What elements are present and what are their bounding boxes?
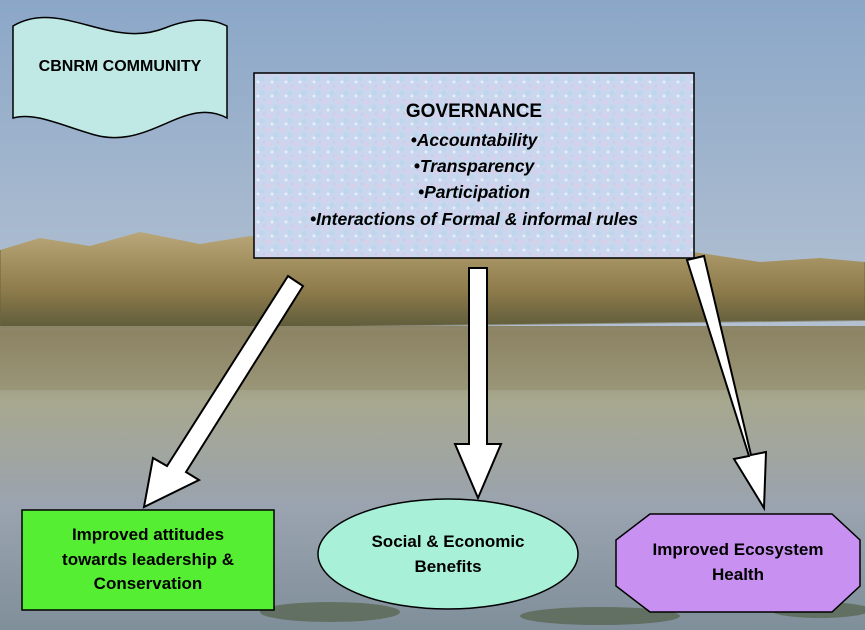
community-banner: CBNRM COMMUNITY <box>13 30 227 104</box>
arrow-to-ecosystem <box>685 254 768 512</box>
governance-title: GOVERNANCE <box>405 101 543 123</box>
governance-box-shape <box>253 72 695 259</box>
community-banner-text: CBNRM COMMUNITY <box>38 58 202 75</box>
outcome-ecosystem: Improved Ecosystem Health <box>616 522 860 602</box>
governance-item-participation: •Participation <box>417 182 531 203</box>
benefits-ellipse-shape <box>317 498 579 610</box>
attitudes-line-2: towards leadership & <box>62 549 234 569</box>
ecosystem-octagon-shape <box>615 513 861 613</box>
attitudes-line-3: Conservation <box>93 574 203 594</box>
arrow-to-benefits <box>453 267 503 501</box>
attitudes-box-shape <box>21 509 275 611</box>
benefits-line-2: Benefits <box>414 557 482 576</box>
arrow-to-attitudes <box>142 274 305 509</box>
benefits-line-1: Social & Economic <box>371 531 525 551</box>
attitudes-line-1: Improved attitudes <box>71 525 225 545</box>
ecosystem-line-1: Improved Ecosystem <box>652 539 824 559</box>
governance-item-accountability: •Accountability <box>410 129 538 150</box>
community-banner-shape <box>12 16 228 139</box>
governance-item-rules: •Interactions of Formal & informal rules <box>310 208 638 229</box>
governance-item-transparency: •Transparency <box>413 156 535 176</box>
outcome-attitudes: Improved attitudes towards leadership & … <box>22 510 274 610</box>
governance-box: GOVERNANCE •Accountability •Transparency… <box>254 80 694 250</box>
outcome-benefits: Social & Economic Benefits <box>318 508 578 600</box>
ecosystem-line-2: Health <box>712 565 764 584</box>
